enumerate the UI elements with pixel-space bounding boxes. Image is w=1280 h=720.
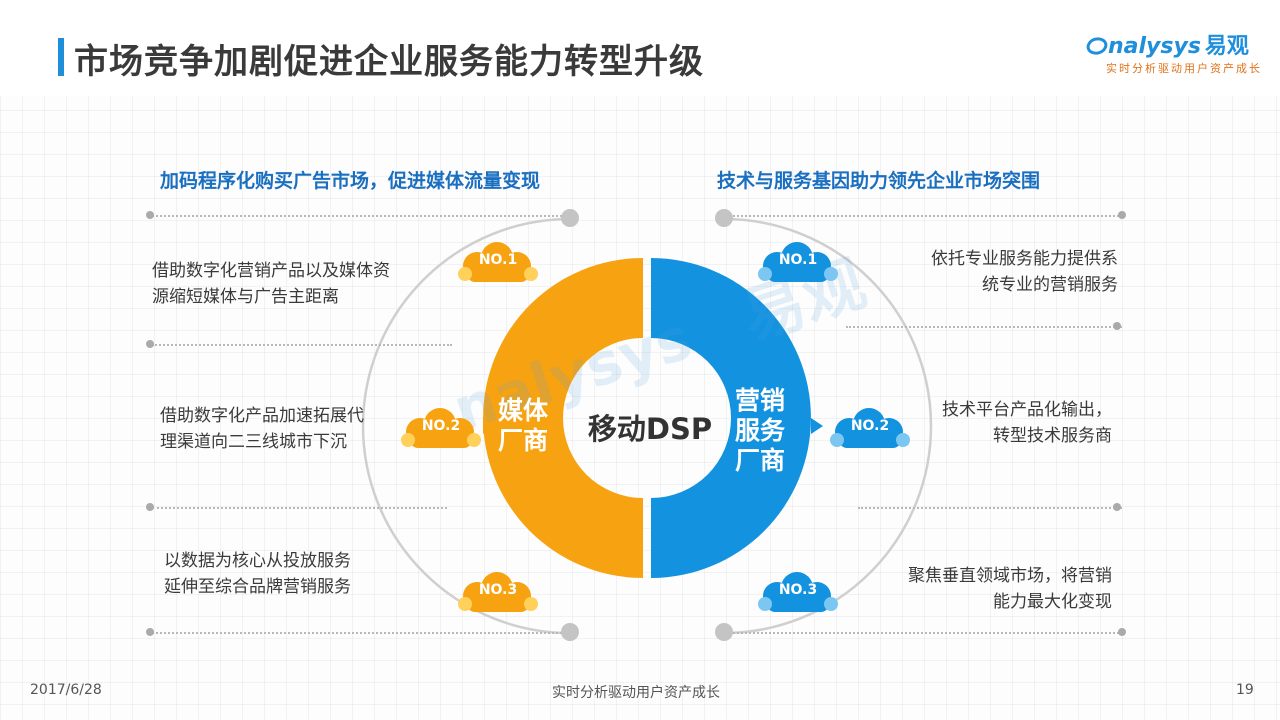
right-divider-top-dot	[1118, 211, 1126, 219]
right-item-3-line1: 聚焦垂直领域市场，将营销	[908, 566, 1112, 586]
blue-cloud-icon	[758, 572, 838, 612]
logo-a-icon	[1086, 37, 1108, 55]
right-divider-2-dot	[1113, 503, 1121, 511]
right-heading: 技术与服务基因助力领先企业市场突围	[717, 170, 1041, 192]
right-divider-top	[730, 215, 1122, 217]
header-band	[0, 0, 1280, 96]
left-heading: 加码程序化购买广告市场，促进媒体流量变现	[160, 170, 541, 192]
left-item-1-line2: 源缩短媒体与广告主距离	[152, 287, 339, 307]
left-divider-bottom-dot	[146, 628, 154, 636]
right-arc-bottom-knob	[715, 623, 733, 641]
left-item-1-line1: 借助数字化营销产品以及媒体资	[152, 261, 390, 281]
left-arc-top-knob	[561, 209, 579, 227]
left-badge-3: NO.3	[455, 570, 541, 616]
right-badge-2-label: NO.2	[850, 418, 890, 434]
right-item-3-line2: 能力最大化变现	[993, 592, 1112, 612]
right-divider-bottom	[730, 632, 1122, 634]
page-title: 市场竞争加剧促进企业服务能力转型升级	[74, 42, 704, 82]
left-divider-bottom	[152, 632, 562, 634]
right-badge-2: NO.2	[827, 406, 913, 452]
left-badge-1: NO.1	[455, 240, 541, 286]
title-accent-bar	[58, 38, 64, 76]
right-divider-1-dot	[1113, 322, 1121, 330]
left-item-2-text: 借助数字化产品加速拓展代 理渠道向二三线城市下沉	[160, 403, 364, 455]
right-badge-3: NO.3	[755, 570, 841, 616]
left-badge-1-label: NO.1	[478, 252, 518, 268]
orange-cloud-icon	[401, 408, 481, 448]
right-badge-1: NO.1	[755, 240, 841, 286]
left-ring-label-line2: 厂商	[497, 426, 548, 455]
left-item-1-text: 借助数字化营销产品以及媒体资 源缩短媒体与广告主距离	[152, 258, 390, 310]
right-item-2-line2: 转型技术服务商	[993, 426, 1112, 446]
orange-cloud-icon	[458, 242, 538, 282]
left-badge-2-label: NO.2	[421, 418, 461, 434]
right-badge-3-label: NO.3	[778, 582, 818, 598]
right-arrow	[811, 418, 823, 434]
left-item-3-line2: 延伸至综合品牌营销服务	[164, 577, 351, 597]
left-ring-label: 媒体 厂商	[493, 396, 553, 456]
right-item-1-line2: 统专业的营销服务	[982, 275, 1118, 295]
logo-brand-cn: 易观	[1204, 34, 1249, 59]
right-item-1-line1: 依托专业服务能力提供系	[931, 249, 1118, 269]
right-ring-label-line1: 营销	[734, 386, 785, 415]
left-badge-2: NO.2	[398, 406, 484, 452]
left-divider-top	[152, 215, 562, 217]
page-number: 19	[1236, 682, 1254, 698]
left-divider-2-dot	[146, 503, 154, 511]
left-divider-2	[152, 507, 447, 509]
blue-cloud-icon	[758, 242, 838, 282]
footer-date: 2017/6/28	[30, 682, 102, 698]
left-arc-bottom-knob	[561, 623, 579, 641]
right-item-2-text: 技术平台产品化输出， 转型技术服务商	[942, 397, 1112, 449]
right-badge-1-label: NO.1	[778, 252, 818, 268]
left-item-2-line2: 理渠道向二三线城市下沉	[160, 432, 347, 452]
right-item-1-text: 依托专业服务能力提供系 统专业的营销服务	[931, 246, 1118, 298]
left-item-3-text: 以数据为核心从投放服务 延伸至综合品牌营销服务	[164, 548, 351, 600]
left-ring-label-line1: 媒体	[497, 396, 548, 425]
left-badge-3-label: NO.3	[478, 582, 518, 598]
left-divider-1	[152, 344, 452, 346]
logo-tagline: 实时分析驱动用户资产成长	[1106, 62, 1262, 75]
logo-brand-text: nalysys	[1108, 34, 1201, 59]
blue-cloud-icon	[830, 408, 910, 448]
blue-half-ring	[651, 258, 811, 578]
right-ring-label: 营销 服务 厂商	[730, 386, 790, 476]
left-item-2-line1: 借助数字化产品加速拓展代	[160, 406, 364, 426]
core-label: 移动DSP	[587, 412, 713, 446]
orange-half-ring	[483, 258, 643, 578]
left-divider-1-dot	[146, 340, 154, 348]
left-arrow	[483, 418, 495, 434]
right-item-3-text: 聚焦垂直领域市场，将营销 能力最大化变现	[908, 563, 1112, 615]
left-item-3-line1: 以数据为核心从投放服务	[164, 551, 351, 571]
right-arc-top-knob	[715, 209, 733, 227]
left-divider-top-dot	[146, 211, 154, 219]
right-ring-label-line2: 服务	[734, 416, 785, 445]
right-divider-bottom-dot	[1118, 628, 1126, 636]
footer-tagline: 实时分析驱动用户资产成长	[552, 685, 720, 701]
right-divider-1	[846, 326, 1122, 328]
right-item-2-line1: 技术平台产品化输出，	[942, 400, 1112, 420]
right-ring-label-line3: 厂商	[734, 446, 785, 475]
orange-cloud-icon	[458, 572, 538, 612]
right-divider-2	[858, 507, 1122, 509]
